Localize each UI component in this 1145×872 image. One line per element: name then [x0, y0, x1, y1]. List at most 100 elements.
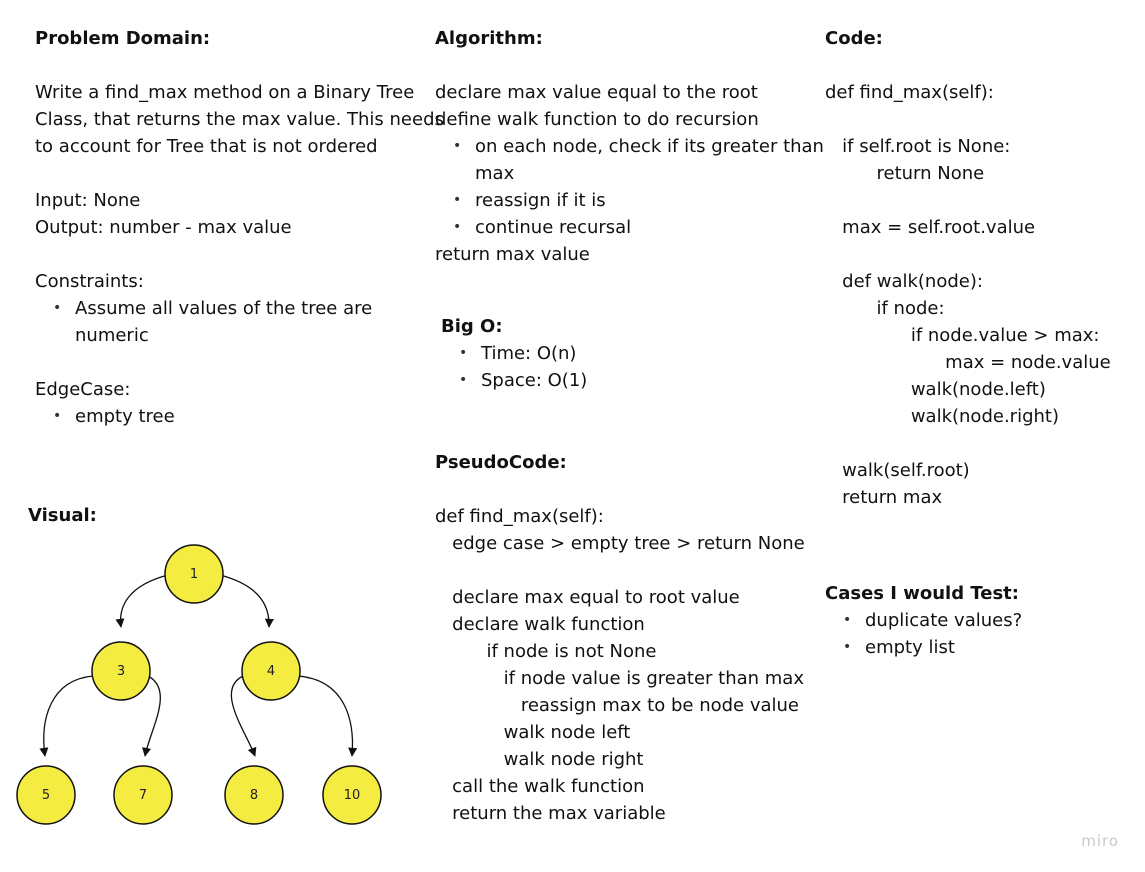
big-o-heading: Big O: — [441, 316, 503, 337]
algorithm-step: continue recursal — [435, 214, 825, 241]
edgecase-item: empty tree — [35, 403, 425, 430]
code-line: if node: — [825, 298, 945, 319]
pseudocode-line: reassign max to be node value — [435, 695, 800, 716]
edgecase-list: empty tree — [35, 403, 425, 430]
big-o-item: Space: O(1) — [441, 367, 587, 394]
pseudocode-line: walk node left — [435, 722, 631, 743]
pseudocode-line: return the max variable — [435, 803, 666, 824]
pseudocode-line: if node value is greater than max — [435, 668, 804, 689]
pseudocode-line: declare walk function — [435, 614, 645, 635]
miro-watermark: miro — [1081, 832, 1119, 850]
algorithm-step-text: max — [475, 163, 515, 184]
description-line: Write a find_max method on a Binary Tree — [35, 82, 415, 103]
description-line: Class, that returns the max value. This … — [35, 109, 444, 130]
description-line: to account for Tree that is not ordered — [35, 136, 378, 157]
constraint-text: Assume all values of the tree are — [75, 298, 373, 319]
code-line: walk(node.right) — [825, 406, 1059, 427]
pseudocode-line: declare max equal to root value — [435, 587, 740, 608]
edge-1-4 — [219, 574, 274, 628]
tree-node-10: 10 — [322, 765, 382, 825]
constraint-text: numeric — [75, 325, 149, 346]
test-case-item: empty list — [825, 634, 1022, 661]
code-line: return None — [825, 163, 985, 184]
pseudocode-section: PseudoCode: def find_max(self): edge cas… — [435, 449, 805, 827]
tree-node-4: 4 — [241, 641, 301, 701]
code-line: max = node.value — [825, 352, 1111, 373]
tree-node-label: 1 — [190, 567, 198, 582]
algorithm-step: reassign if it is — [435, 187, 825, 214]
big-o-section: Big O: Time: O(n) Space: O(1) — [441, 313, 587, 394]
tree-node-label: 10 — [344, 788, 361, 803]
algorithm-line: define walk function to do recursion — [435, 109, 759, 130]
tree-node-1: 1 — [164, 544, 224, 604]
code-line: max = self.root.value — [825, 217, 1036, 238]
algorithm-line: declare max value equal to the root — [435, 82, 758, 103]
output-text: Output: number - max value — [35, 217, 292, 238]
code-line: return max — [825, 487, 943, 508]
tree-node-circle — [164, 544, 224, 604]
tree-node-label: 7 — [139, 788, 147, 803]
code-line: walk(self.root) — [825, 460, 970, 481]
tree-node-label: 5 — [42, 788, 50, 803]
tree-node-5: 5 — [16, 765, 76, 825]
pseudocode-line — [435, 557, 805, 584]
test-cases-heading: Cases I would Test: — [825, 583, 1019, 604]
tree-nodes: 1 3 4 5 7 8 10 — [16, 544, 382, 825]
pseudocode-line: if node is not None — [435, 641, 657, 662]
algorithm-heading: Algorithm: — [435, 28, 543, 49]
tree-node-3: 3 — [91, 641, 151, 701]
tree-node-7: 7 — [113, 765, 173, 825]
algorithm-section: Algorithm: declare max value equal to th… — [435, 25, 825, 268]
code-line: def walk(node): — [825, 271, 983, 292]
edge-3-5 — [39, 675, 94, 757]
tree-node-circle — [91, 641, 151, 701]
test-cases-section: Cases I would Test: duplicate values? em… — [825, 580, 1022, 661]
algorithm-steps: on each node, check if its greater than … — [435, 133, 825, 241]
problem-domain-heading: Problem Domain: — [35, 28, 211, 49]
binary-tree-diagram: 1 3 4 5 7 8 10 — [16, 544, 382, 825]
problem-domain-section: Problem Domain: Write a find_max method … — [35, 25, 444, 430]
pseudocode-line: walk node right — [435, 749, 644, 770]
algorithm-line: return max value — [435, 244, 590, 265]
edge-3-7 — [142, 675, 161, 757]
tree-node-label: 8 — [250, 788, 258, 803]
edge-4-8 — [230, 675, 257, 757]
constraints-list: Assume all values of the tree are numeri… — [35, 295, 425, 349]
big-o-item: Time: O(n) — [441, 340, 587, 367]
tree-node-circle — [16, 765, 76, 825]
code-line — [825, 430, 1135, 457]
test-cases-list: duplicate values? empty list — [825, 607, 1022, 661]
tree-node-8: 8 — [224, 765, 284, 825]
tree-node-circle — [241, 641, 301, 701]
input-text: Input: None — [35, 190, 141, 211]
code-line — [825, 187, 1135, 214]
pseudocode-line: call the walk function — [435, 776, 645, 797]
edge-4-10 — [297, 675, 358, 757]
tree-node-label: 3 — [117, 664, 125, 679]
pseudocode-line: edge case > empty tree > return None — [435, 533, 805, 554]
code-section: Code: def find_max(self): if self.root i… — [825, 25, 1135, 511]
tree-node-label: 4 — [267, 664, 275, 679]
constraint-item: Assume all values of the tree are numeri… — [35, 295, 425, 349]
constraints-heading: Constraints: — [35, 271, 144, 292]
code-heading: Code: — [825, 28, 883, 49]
code-line — [825, 106, 1135, 133]
code-line: if node.value > max: — [825, 325, 1100, 346]
code-line: walk(node.left) — [825, 379, 1046, 400]
test-case-item: duplicate values? — [825, 607, 1022, 634]
code-line: if self.root is None: — [825, 136, 1011, 157]
visual-heading: Visual: — [28, 505, 97, 526]
tree-node-circle — [322, 765, 382, 825]
pseudocode-line: def find_max(self): — [435, 506, 604, 527]
tree-edges — [39, 574, 358, 757]
edge-1-3 — [115, 574, 169, 628]
big-o-list: Time: O(n) Space: O(1) — [441, 340, 587, 394]
algorithm-step: on each node, check if its greater than … — [435, 133, 825, 187]
tree-node-circle — [113, 765, 173, 825]
algorithm-step-text: on each node, check if its greater than — [475, 136, 824, 157]
code-line: def find_max(self): — [825, 82, 994, 103]
edgecase-heading: EdgeCase: — [35, 379, 131, 400]
code-line — [825, 241, 1135, 268]
tree-node-circle — [224, 765, 284, 825]
pseudocode-heading: PseudoCode: — [435, 452, 567, 473]
